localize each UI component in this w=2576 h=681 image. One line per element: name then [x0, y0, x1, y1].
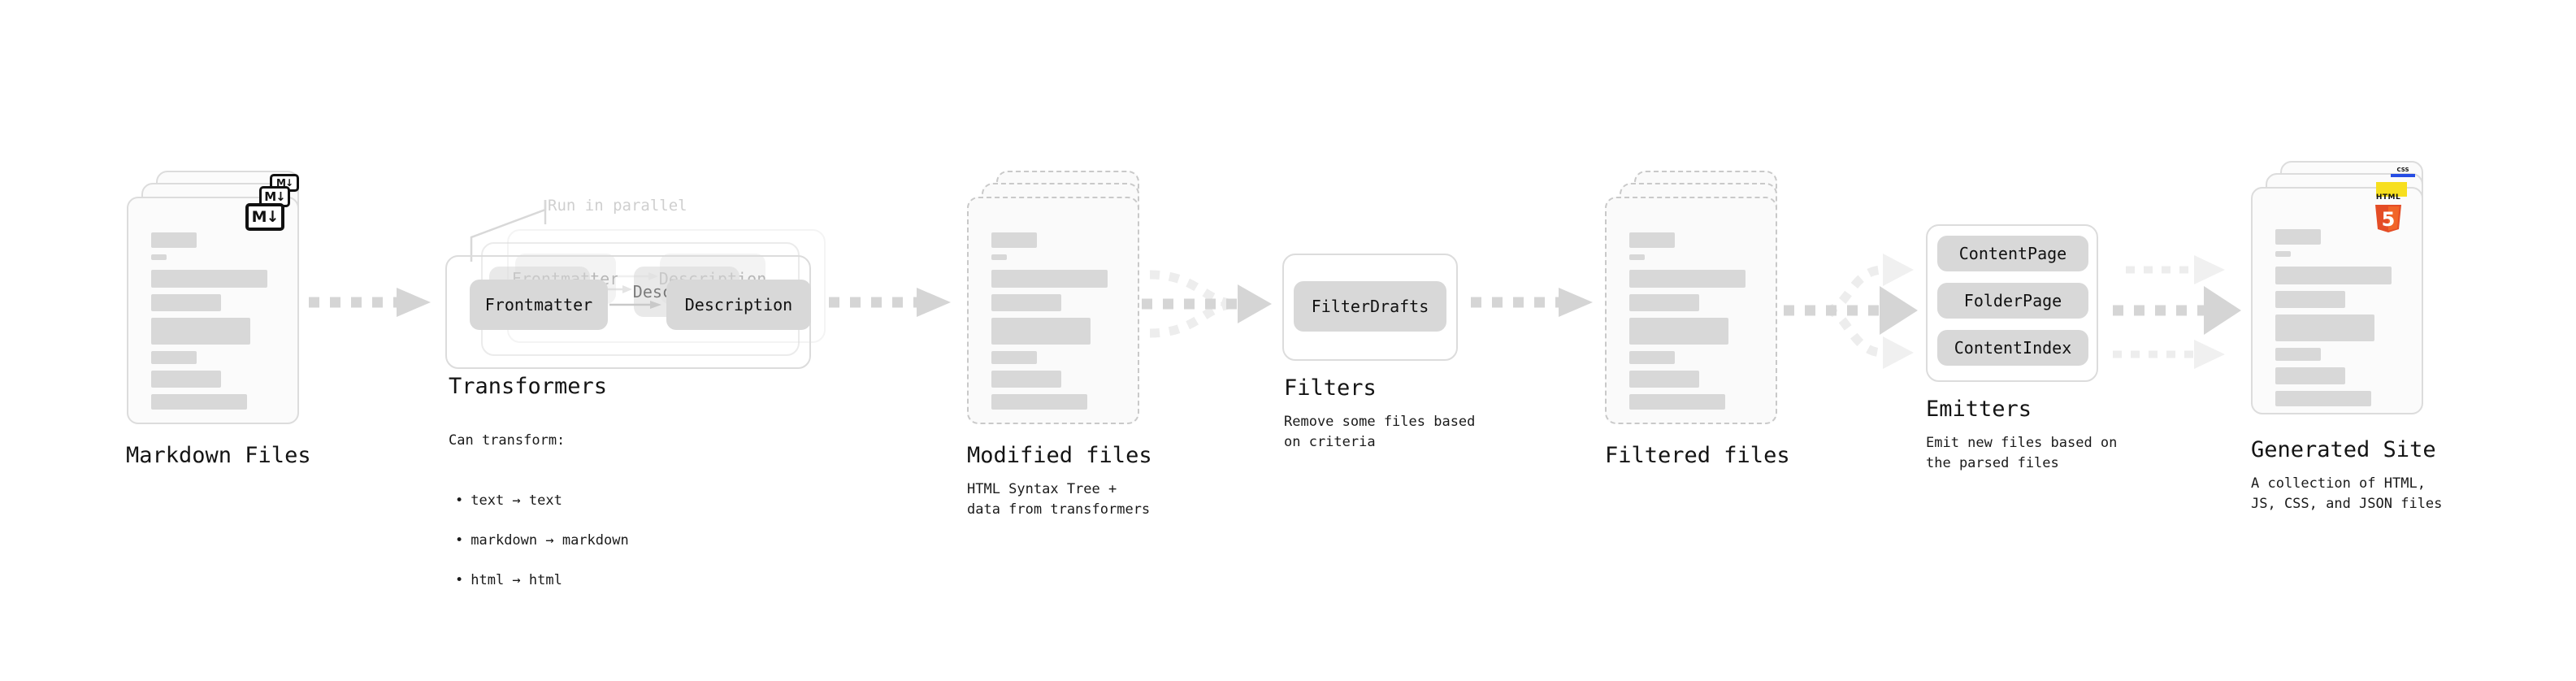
filters-caption: Filters Remove some files based on crite… — [1284, 375, 1475, 452]
stage-subtitle: A collection of HTML, JS, CSS, and JSON … — [2251, 475, 2443, 512]
transform-kind-list: text → text markdown → markdown html → h… — [449, 471, 629, 610]
stage-subtitle: Can transform: text → text markdown → ma… — [449, 410, 629, 631]
markdown-icon-glyph: M↓ — [245, 203, 284, 231]
transformers-caption: Transformers Can transform: text → text … — [449, 374, 629, 631]
list-item: html → html — [449, 570, 629, 591]
emitters-group: ContentPage FolderPage ContentIndex — [1926, 224, 2098, 382]
generated-site-card-stack: CSS HTML 5 — [2251, 161, 2423, 414]
stage-title: Emitters — [1926, 397, 2032, 422]
chip-contentpage[interactable]: ContentPage — [1937, 236, 2088, 271]
svg-text:5: 5 — [2382, 208, 2396, 231]
markdown-files-caption: Markdown Files — [126, 443, 311, 468]
chip-contentindex[interactable]: ContentIndex — [1937, 330, 2088, 366]
generated-site-caption: Generated Site A collection of HTML, JS,… — [2251, 437, 2442, 514]
html5-icon: HTML 5 — [2373, 193, 2404, 232]
placeholder-lines — [2275, 229, 2405, 413]
stage-subtitle: Emit new files based on the parsed files — [1926, 435, 2118, 471]
filtered-files-card-stack — [1605, 171, 1777, 424]
arrow-md-to-transformers — [309, 288, 431, 317]
css-icon: CSS — [2391, 167, 2415, 177]
list-item: text → text — [449, 491, 629, 511]
stage-title: Filtered files — [1605, 443, 1790, 468]
chip-frontmatter[interactable]: Frontmatter — [470, 280, 608, 330]
stage-title: Markdown Files — [126, 443, 311, 468]
modified-files-card-stack — [967, 171, 1139, 424]
stage-title: Modified files — [967, 443, 1152, 468]
transformers-group: Run in parallel Frontmatter Description … — [445, 195, 827, 369]
js-icon — [2376, 182, 2407, 197]
html5-icon-label: HTML — [2375, 193, 2401, 202]
arrow-filters-to-filtered — [1471, 288, 1593, 317]
transform-arrow-front — [609, 301, 661, 309]
markdown-icon-front: M↓ — [245, 203, 284, 231]
chip-folderpage[interactable]: FolderPage — [1937, 283, 2088, 319]
chip-description[interactable]: Description — [666, 280, 811, 330]
stage-title: Transformers — [449, 374, 608, 399]
placeholder-lines — [151, 232, 281, 416]
placeholder-lines — [1629, 232, 1759, 416]
can-transform-label: Can transform: — [449, 432, 566, 449]
run-in-parallel-bracket — [470, 200, 547, 262]
css-icon-label: CSS — [2396, 167, 2409, 173]
markdown-files-card-stack: M↓ M↓ M↓ — [127, 171, 299, 424]
stage-subtitle: HTML Syntax Tree + data from transformer… — [967, 481, 1151, 518]
css-icon-bar — [2391, 174, 2415, 177]
stage-subtitle: Remove some files based on criteria — [1284, 414, 1476, 450]
arrow-emitters-to-site — [2113, 255, 2241, 369]
emitters-caption: Emitters Emit new files based on the par… — [1926, 397, 2117, 473]
placeholder-lines — [991, 232, 1121, 416]
filtered-files-caption: Filtered files — [1605, 443, 1790, 468]
stage-title: Filters — [1284, 375, 1377, 401]
chip-filterdrafts[interactable]: FilterDrafts — [1294, 281, 1446, 332]
filters-group: FilterDrafts — [1282, 254, 1458, 361]
arrow-filtered-to-emitters — [1784, 254, 1918, 369]
arrow-modified-to-filters — [1142, 270, 1272, 338]
list-item: markdown → markdown — [449, 531, 628, 551]
stage-title: Generated Site — [2251, 437, 2436, 462]
modified-files-caption: Modified files HTML Syntax Tree + data f… — [967, 443, 1152, 519]
run-in-parallel-label: Run in parallel — [548, 197, 687, 215]
arrow-transformers-to-modified — [829, 288, 951, 317]
